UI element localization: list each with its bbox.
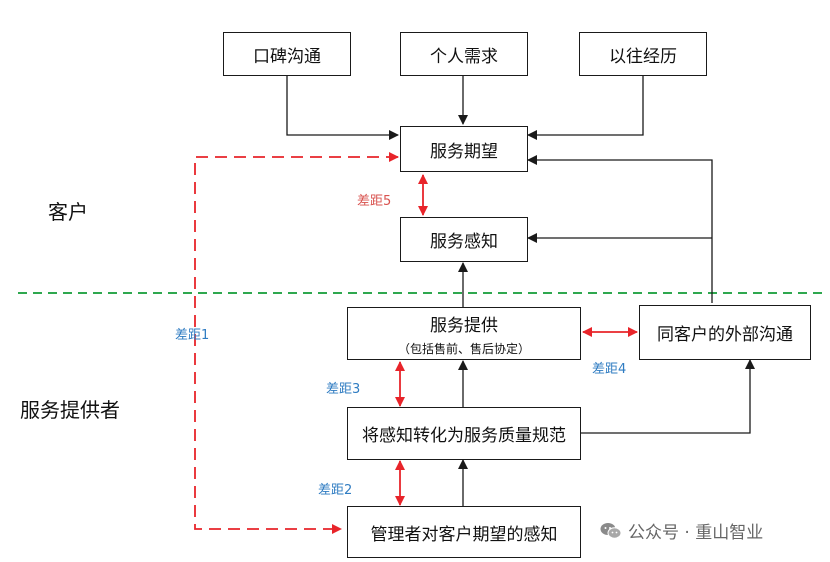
node-expected-service: 服务期望 <box>400 126 528 172</box>
section-label-customer: 客户 <box>48 200 88 224</box>
node-word-of-mouth: 口碑沟通 <box>223 32 351 76</box>
gap4-label: 差距4 <box>592 362 627 377</box>
watermark-text: 公众号 · 重山智业 <box>628 523 764 543</box>
node-translation-specs: 将感知转化为服务质量规范 <box>347 407 581 460</box>
gap1-arrow <box>194 152 399 534</box>
gap2-label: 差距2 <box>318 483 353 498</box>
node-past-experience: 以往经历 <box>579 32 707 76</box>
arrow-external-to-expected <box>527 155 713 303</box>
node-external-communication: 同客户的外部沟通 <box>639 305 811 360</box>
node-personal-needs: 个人需求 <box>400 32 528 76</box>
node-perceived-service: 服务感知 <box>400 217 528 262</box>
arrow-experience-to-expected <box>527 76 644 140</box>
gap3-label: 差距3 <box>326 382 361 397</box>
node-service-delivery: 服务提供 （包括售前、售后协定） <box>347 307 581 360</box>
watermark: 公众号 · 重山智业 <box>600 518 763 543</box>
wechat-icon <box>600 522 622 540</box>
gap1-label: 差距1 <box>175 328 210 343</box>
gap5-label: 差距5 <box>357 194 392 209</box>
arrow-word-of-mouth-to-expected <box>286 76 399 140</box>
arrow-specs-to-external <box>580 359 755 434</box>
section-label-provider: 服务提供者 <box>20 398 120 422</box>
node-management-perception: 管理者对客户期望的感知 <box>347 506 581 558</box>
